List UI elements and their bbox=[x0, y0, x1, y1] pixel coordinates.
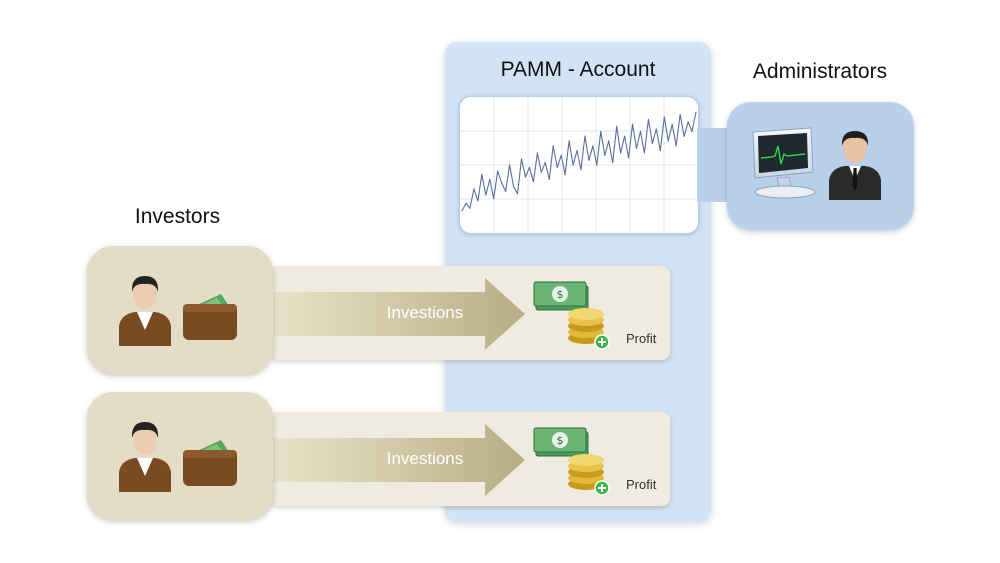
chart-point bbox=[520, 158, 523, 160]
chart-point bbox=[540, 171, 542, 173]
chart-point bbox=[643, 152, 646, 154]
chart-point bbox=[683, 135, 685, 137]
chart-point bbox=[639, 130, 642, 132]
money-profit-icon: $ bbox=[533, 281, 610, 350]
investment-arrow-label: Investions bbox=[386, 303, 464, 322]
chart-point bbox=[651, 142, 653, 144]
chart-point bbox=[461, 210, 463, 212]
chart-series-line bbox=[461, 112, 697, 211]
investment-arrow-label: Investions bbox=[386, 449, 464, 468]
chart-point bbox=[647, 118, 650, 120]
administrators-box bbox=[727, 102, 914, 230]
chart-point bbox=[695, 111, 697, 113]
chart-point bbox=[679, 114, 681, 116]
chart-point bbox=[687, 121, 689, 123]
chart-point bbox=[616, 126, 618, 128]
chart-point bbox=[469, 207, 471, 209]
chart-point bbox=[600, 130, 602, 132]
chart-point bbox=[608, 140, 610, 142]
administrator-icon bbox=[829, 131, 881, 200]
svg-text:$: $ bbox=[557, 434, 564, 447]
chart-point bbox=[667, 140, 669, 142]
chart-point bbox=[620, 152, 622, 154]
investors-title: Investors bbox=[134, 205, 221, 228]
monitor-icon bbox=[752, 127, 816, 199]
chart-point bbox=[631, 123, 634, 125]
admin-connector bbox=[697, 128, 729, 202]
chart-point bbox=[663, 116, 665, 118]
chart-point bbox=[655, 128, 657, 130]
chart-point bbox=[516, 193, 519, 195]
chart-point bbox=[473, 188, 475, 190]
chart-point bbox=[536, 152, 538, 154]
chart-point bbox=[524, 176, 527, 178]
chart-point bbox=[671, 123, 673, 125]
chart-point bbox=[576, 150, 578, 152]
svg-text:$: $ bbox=[557, 288, 564, 301]
profit-label: Profit bbox=[626, 331, 657, 346]
pamm-chart bbox=[459, 96, 699, 234]
chart-point bbox=[481, 174, 483, 176]
chart-point bbox=[532, 181, 534, 183]
administrators-title: Administrators bbox=[752, 60, 888, 83]
chart-point bbox=[612, 162, 614, 164]
chart-point bbox=[548, 178, 550, 180]
investor-person-icon bbox=[119, 276, 171, 346]
chart-point bbox=[624, 135, 626, 137]
profit-label: Profit bbox=[626, 477, 657, 492]
chart-point bbox=[544, 162, 546, 164]
chart-point bbox=[493, 198, 495, 200]
chart-point bbox=[508, 164, 511, 166]
chart-point bbox=[604, 154, 606, 156]
investment-arrow bbox=[273, 278, 525, 350]
chart-point bbox=[659, 150, 661, 152]
chart-point bbox=[627, 157, 630, 159]
chart-point bbox=[505, 190, 507, 192]
chart-point bbox=[572, 164, 574, 166]
investor-box bbox=[87, 246, 273, 374]
wallet-icon bbox=[183, 440, 237, 486]
chart-point bbox=[485, 194, 487, 196]
chart-point bbox=[477, 200, 479, 202]
chart-point bbox=[580, 169, 582, 171]
investor-box bbox=[87, 392, 273, 520]
chart-point bbox=[592, 145, 594, 147]
chart-point bbox=[564, 174, 566, 176]
money-profit-icon: $ bbox=[533, 427, 610, 496]
investment-arrow bbox=[273, 424, 525, 496]
chart-point bbox=[691, 130, 693, 132]
chart-point bbox=[528, 166, 531, 168]
chart-point bbox=[512, 186, 515, 188]
chart-point bbox=[584, 135, 586, 137]
chart-point bbox=[556, 166, 558, 168]
chart-point bbox=[588, 159, 590, 161]
chart-point bbox=[489, 178, 491, 180]
chart-point bbox=[501, 182, 503, 184]
wallet-icon bbox=[183, 294, 237, 340]
investor-person-icon bbox=[119, 422, 171, 492]
chart-svg bbox=[460, 97, 698, 233]
chart-point bbox=[497, 170, 499, 172]
chart-point bbox=[560, 154, 562, 156]
chart-point bbox=[568, 140, 570, 142]
chart-point bbox=[552, 145, 554, 147]
chart-point bbox=[465, 202, 467, 204]
pamm-title: PAMM - Account bbox=[500, 58, 656, 81]
chart-point bbox=[596, 164, 598, 166]
chart-point bbox=[675, 145, 677, 147]
chart-point bbox=[635, 147, 638, 149]
